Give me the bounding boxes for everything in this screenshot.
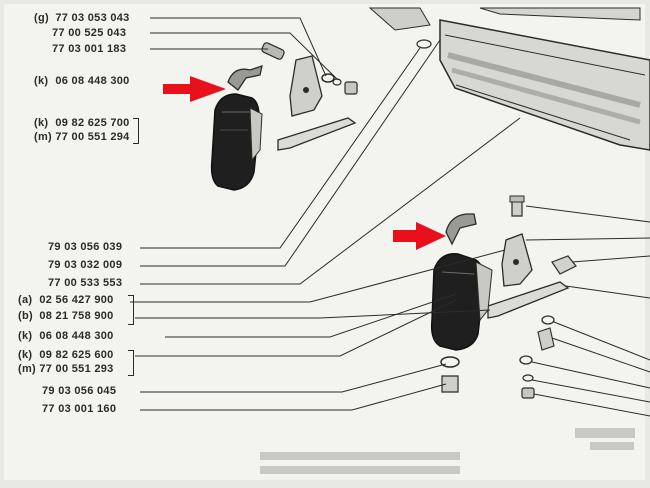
part-label-upper-4: (k) 09 82 625 700 bbox=[34, 117, 130, 129]
part-tag: (a) bbox=[18, 294, 33, 306]
part-number: 79 03 056 039 bbox=[48, 241, 123, 253]
part-number: 08 21 758 900 bbox=[39, 310, 114, 322]
part-tag: (b) bbox=[18, 310, 33, 322]
part-label-lower-4: (b) 08 21 758 900 bbox=[18, 310, 114, 322]
red-arrow-lower bbox=[393, 222, 446, 250]
part-label-upper-5: (m) 77 00 551 294 bbox=[34, 131, 130, 143]
part-number: 77 00 525 043 bbox=[52, 27, 127, 39]
part-tag: (m) bbox=[34, 131, 53, 143]
part-label-lower-6: (k) 09 82 625 600 bbox=[18, 349, 114, 361]
part-tag: (k) bbox=[34, 117, 49, 129]
part-tag: (m) bbox=[18, 363, 37, 375]
part-tag: (k) bbox=[18, 330, 33, 342]
bracket-upper bbox=[133, 118, 139, 144]
leader-lines bbox=[130, 17, 650, 417]
part-number: 79 03 032 009 bbox=[48, 259, 123, 271]
part-number: 09 82 625 600 bbox=[39, 349, 114, 361]
part-label-lower-7: (m) 77 00 551 293 bbox=[18, 363, 114, 375]
part-number: 77 03 001 160 bbox=[42, 403, 117, 415]
part-number: 09 82 625 700 bbox=[55, 117, 130, 129]
lower-overrider-assembly bbox=[430, 195, 577, 399]
part-label-lower-9: 77 03 001 160 bbox=[42, 403, 116, 415]
part-number: 77 00 551 294 bbox=[55, 131, 130, 143]
part-label-upper-3: (k) 06 08 448 300 bbox=[34, 75, 130, 87]
part-label-lower-1: 79 03 032 009 bbox=[48, 259, 122, 271]
part-tag: (k) bbox=[34, 75, 49, 87]
part-number: 77 00 551 293 bbox=[39, 363, 114, 375]
part-number: 77 03 053 043 bbox=[55, 12, 130, 24]
part-tag: (g) bbox=[34, 12, 49, 24]
bumper-drawing bbox=[368, 7, 650, 151]
bracket-lower-km bbox=[128, 350, 134, 376]
part-label-lower-2: 77 00 533 553 bbox=[48, 277, 122, 289]
part-number: 77 00 533 553 bbox=[48, 277, 123, 289]
part-label-lower-5: (k) 06 08 448 300 bbox=[18, 330, 114, 342]
part-number: 79 03 056 045 bbox=[42, 385, 117, 397]
part-label-lower-0: 79 03 056 039 bbox=[48, 241, 122, 253]
part-tag: (k) bbox=[18, 349, 33, 361]
bracket-lower-ab bbox=[128, 295, 134, 325]
part-label-lower-3: (a) 02 56 427 900 bbox=[18, 294, 114, 306]
part-label-upper-2: 77 03 001 183 bbox=[52, 43, 126, 55]
part-number: 06 08 448 300 bbox=[39, 330, 114, 342]
part-number: 02 56 427 900 bbox=[39, 294, 114, 306]
faded-print-marks bbox=[260, 428, 635, 474]
part-number: 06 08 448 300 bbox=[55, 75, 130, 87]
part-label-upper-0: (g) 77 03 053 043 bbox=[34, 12, 130, 24]
part-label-upper-1: 77 00 525 043 bbox=[52, 27, 126, 39]
part-label-lower-8: 79 03 056 045 bbox=[42, 385, 116, 397]
red-arrow-upper bbox=[163, 76, 226, 102]
upper-overrider-assembly bbox=[210, 42, 358, 191]
part-number: 77 03 001 183 bbox=[52, 43, 127, 55]
